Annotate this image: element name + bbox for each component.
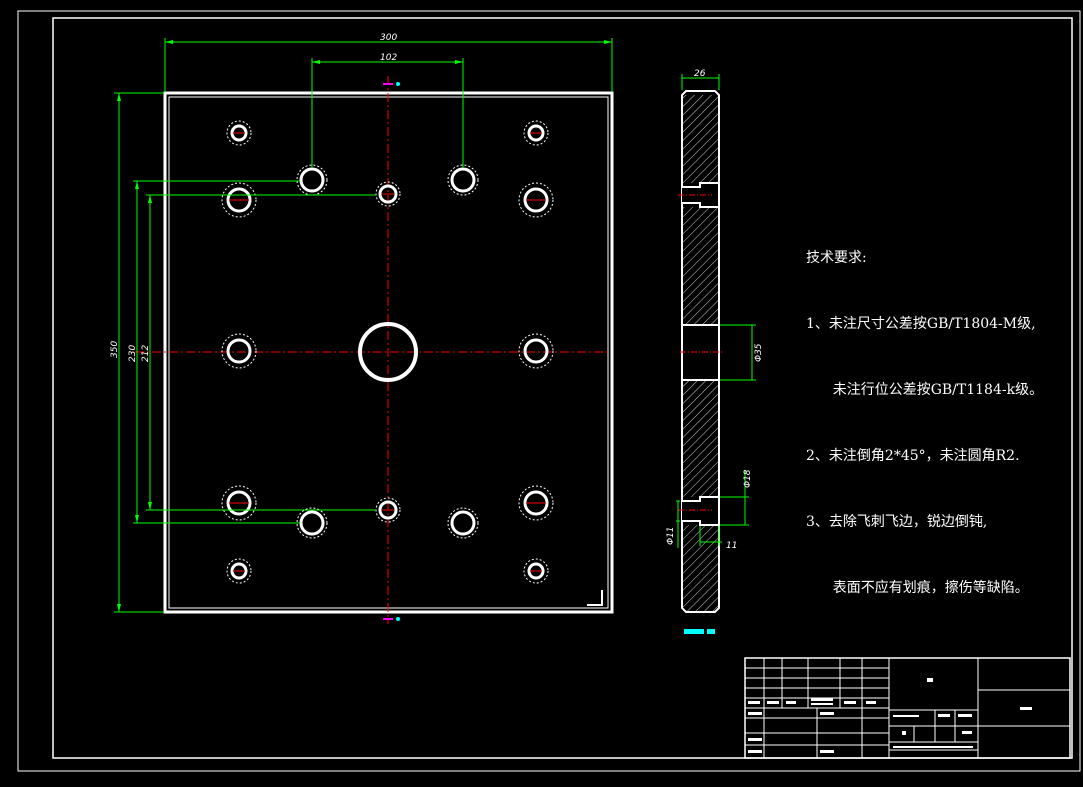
hole — [523, 120, 549, 146]
hole — [518, 333, 554, 369]
hole — [226, 558, 252, 584]
dim-cbore-18: Φ18 — [743, 469, 753, 488]
notes-title: 技术要求: — [806, 250, 867, 266]
hole — [296, 507, 328, 539]
hole — [221, 333, 257, 369]
technical-requirements: 技术要求: 1、未注尺寸公差按GB/T1804-M级, 未注行位公差按GB/T1… — [806, 203, 1043, 621]
notes-line-4: 3、去除飞刺飞边，锐边倒钝, — [806, 514, 988, 530]
hole — [447, 164, 479, 196]
hole — [221, 485, 257, 521]
title-block-fills — [748, 678, 1032, 753]
dimensions-side — [676, 74, 756, 548]
counterbore-holes — [221, 120, 554, 584]
hole — [296, 164, 328, 196]
hole — [226, 120, 252, 146]
hole — [447, 507, 479, 539]
dim-hole-11: Φ11 — [666, 526, 676, 545]
dim-depth-11: 11 — [726, 541, 737, 551]
front-view — [135, 76, 614, 624]
inner-frame — [52, 17, 1073, 759]
hole — [518, 182, 554, 218]
section-label — [684, 629, 704, 634]
dim-thickness-26: 26 — [694, 69, 706, 79]
notes-line-5: 表面不应有划痕，擦伤等缺陷。 — [806, 580, 1029, 596]
dim-height-350: 350 — [110, 341, 120, 358]
side-section-view — [678, 90, 722, 634]
dimension-arrows — [117, 40, 612, 612]
hole — [518, 485, 554, 521]
notes-line-3: 2、未注倒角2*45°，未注圆角R2. — [806, 448, 1020, 464]
dim-height-212: 212 — [141, 345, 151, 362]
dim-bore-35: Φ35 — [754, 343, 764, 362]
notes-line-1: 1、未注尺寸公差按GB/T1804-M级, — [806, 316, 1036, 332]
dimensions-front — [114, 38, 613, 613]
hole — [375, 181, 401, 207]
dim-height-230: 230 — [128, 345, 138, 362]
center-bore — [358, 322, 418, 382]
hole — [221, 182, 257, 218]
dim-width-102: 102 — [380, 53, 397, 63]
dim-width-300: 300 — [380, 33, 397, 43]
notes-line-2: 未注行位公差按GB/T1184-k级。 — [806, 382, 1044, 398]
hole — [523, 558, 549, 584]
outer-frame — [17, 10, 1081, 772]
